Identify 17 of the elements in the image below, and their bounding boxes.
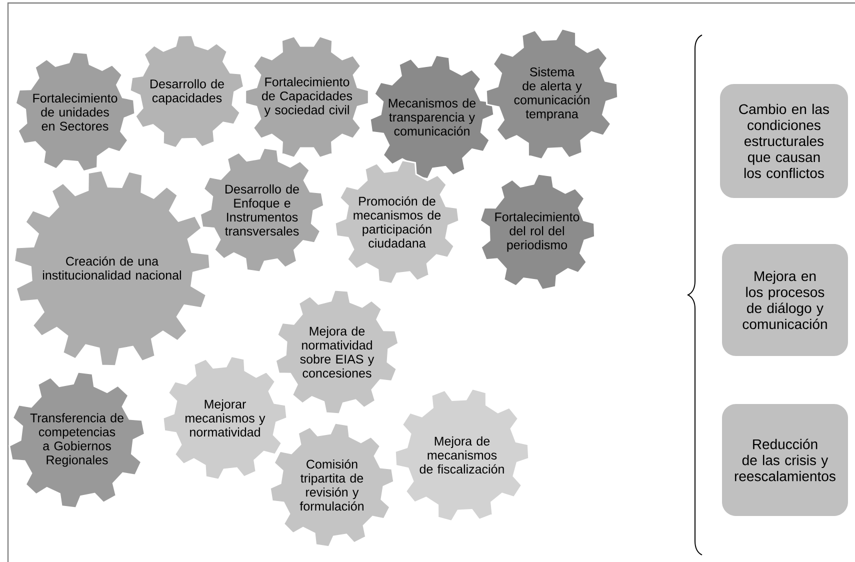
gear: Mejorar mecanismos y normatividad (162, 355, 288, 480)
gear: Mecanismos de transparencia y comunicación (369, 54, 495, 180)
gear: Fortalecimiento de unidades en Sectores (14, 51, 136, 172)
gear: Desarrollo de Enfoque e Instrumentos transversales (199, 147, 325, 273)
gear: Comisión tripartita de revisión y formulación (269, 422, 395, 548)
gear: Mejora de normatividad sobre EIAS y concesiones (274, 289, 400, 415)
gear: Transferencia de competencias a Gobiernos Regionales (8, 371, 146, 509)
outcome-box: Cambio en las condiciones estructurales que causan los conflictos (720, 84, 848, 198)
gear: Creación de una institucionalidad nacional (13, 170, 211, 367)
outcome-box: Mejora en los procesos de diálogo y comunicación (722, 244, 848, 356)
outcome-box: Reducción de las crisis y reescalamientos (722, 404, 848, 516)
gear: Desarrollo de capacidades (129, 34, 245, 149)
gear: Fortalecimiento de Capacidades y sociedad civil (244, 35, 370, 159)
gear: Promoción de mecanismos de participación ciudadana (334, 159, 460, 285)
gear: Fortalecimiento del rol del periodismo (479, 173, 596, 291)
gear: Sistema de alerta y comunicación temprana (485, 28, 619, 160)
gear: Mejora de mecanismos de fiscalización (394, 388, 530, 522)
